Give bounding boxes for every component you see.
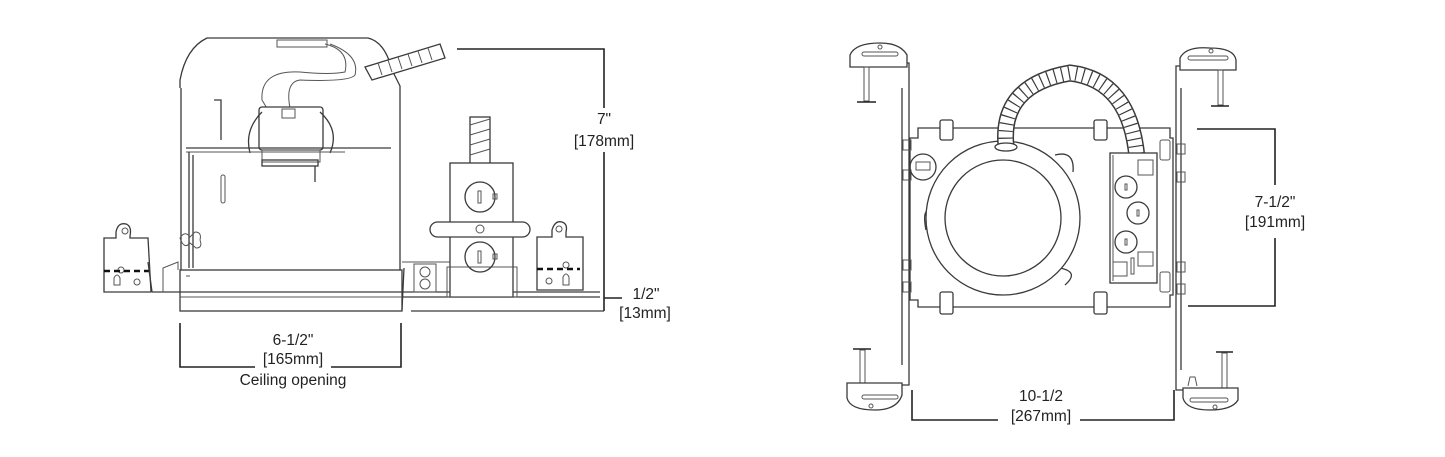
depth-imperial: 7-1/2" <box>1255 194 1296 211</box>
side-view-drawing: 7" [178mm] 1/2" [13mm] 6-1/2" [165mm] Ce… <box>103 37 671 389</box>
adjust-screw-icon <box>909 153 937 181</box>
depth-dimension: 7-1/2" [191mm] <box>1188 128 1305 307</box>
height-dimension: 7" [178mm] <box>457 48 634 311</box>
junction-box <box>429 116 531 298</box>
opening-caption: Ceiling opening <box>240 372 347 389</box>
height-metric: [178mm] <box>574 133 634 150</box>
opening-imperial: 6-1/2" <box>273 332 314 349</box>
top-view-drawing: 7-1/2" [191mm] 10-1/2 [267mm] <box>846 42 1305 425</box>
lamp-socket <box>247 106 334 182</box>
left-bar-hanger <box>901 62 910 386</box>
left-mounting-bracket <box>103 223 153 293</box>
trim-imperial: 1/2" <box>632 286 659 303</box>
trim-dimension: 1/2" [13mm] <box>604 286 671 322</box>
opening-dimension: 6-1/2" [165mm] Ceiling opening <box>179 323 402 389</box>
trim-ring <box>179 269 403 312</box>
housing-outline <box>179 37 401 270</box>
wire-connector <box>364 43 446 81</box>
plate-tabs <box>902 119 1186 315</box>
width-dimension: 10-1/2 [267mm] <box>911 388 1175 425</box>
top-junction-box <box>1109 139 1171 293</box>
aperture-outer-ring <box>925 140 1081 296</box>
height-imperial: 7" <box>597 111 611 128</box>
depth-metric: [191mm] <box>1245 214 1305 231</box>
aperture-inner-ring <box>944 159 1062 277</box>
wing-nut <box>179 231 202 249</box>
hanger-clip-top-right <box>1179 47 1237 107</box>
trim-metric: [13mm] <box>619 305 671 322</box>
hook-slot <box>214 99 222 140</box>
hanger-clip-top-left <box>849 42 908 103</box>
right-mounting-bracket <box>536 221 584 291</box>
mounting-slot <box>429 221 531 238</box>
width-imperial: 10-1/2 <box>1019 388 1063 405</box>
hanger-clip-bottom-left <box>846 348 903 411</box>
right-bar-hanger <box>1175 65 1183 391</box>
width-metric: [267mm] <box>1011 408 1071 425</box>
opening-metric: [165mm] <box>263 351 323 368</box>
hanger-clip-bottom-right <box>1182 351 1239 411</box>
